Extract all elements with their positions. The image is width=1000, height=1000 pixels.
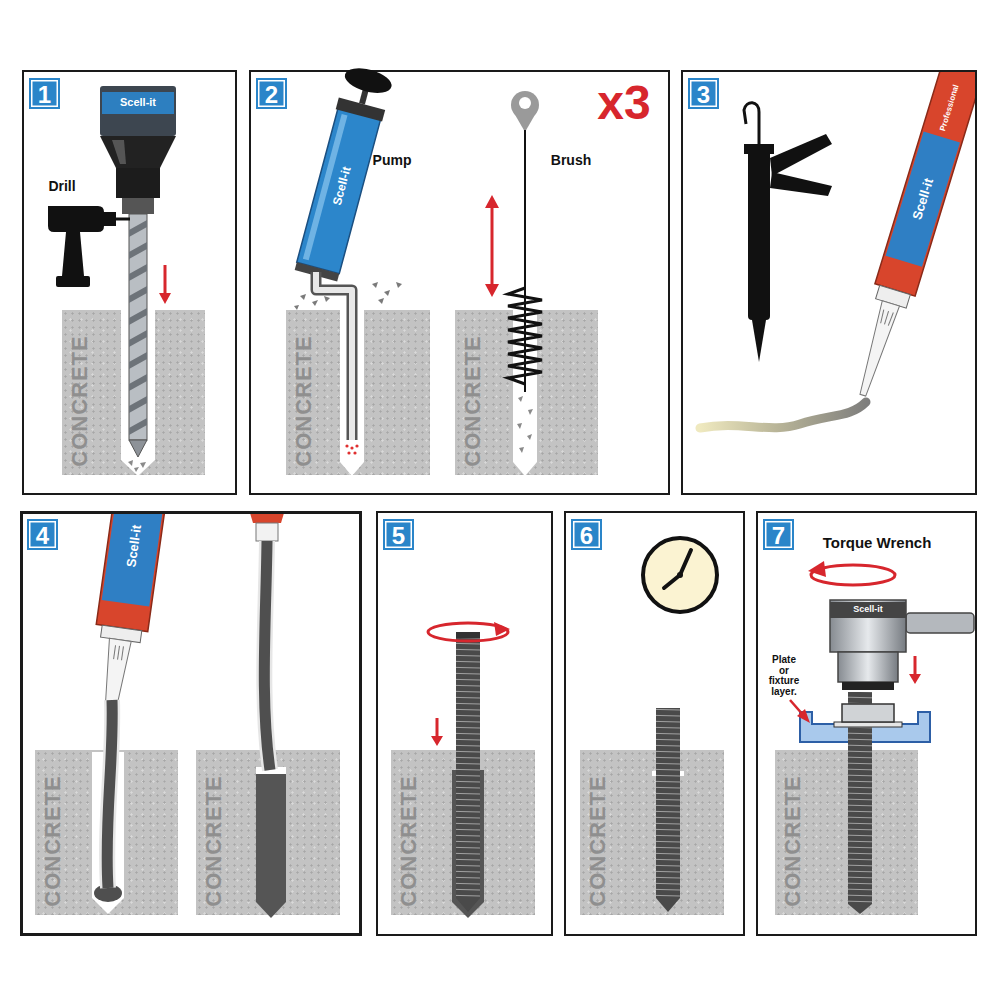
concrete-block: CONCRETE [62,310,205,475]
step-number: 1 [29,78,60,109]
concrete-label: CONCRETE [202,775,225,906]
step-number-text: 3 [697,82,710,107]
brand-label: Scell-it [124,524,143,568]
tool-label: Torque Wrench [823,535,932,551]
tool-label: Drill [48,179,75,194]
brand-label: Scell-it [331,165,353,206]
tool-label: Brush [551,153,591,168]
step-number-text: 1 [38,82,51,107]
step-panel: Scell-itDrill 1CONCRETE [22,70,237,495]
concrete-label: CONCRETE [68,335,91,466]
step-number: 5 [383,519,414,550]
repeat-count: x3 [597,78,650,128]
step-number: 7 [763,519,794,550]
step-panel: Scell-it 4CONCRETE CONCRETE [20,511,362,936]
step-panel: 6CONCRETE [564,511,745,936]
step-number-text: 5 [392,523,405,548]
step-number: 3 [688,78,719,109]
concrete-block: CONCRETE [196,750,340,915]
step-number-text: 2 [265,82,278,107]
step-number: 2 [256,78,287,109]
brand-label: Scell-it [853,605,883,614]
concrete-block: CONCRETE [455,310,598,475]
concrete-block: CONCRETE [580,750,724,915]
step-number-text: 6 [580,523,593,548]
step-number-text: 7 [772,523,785,548]
concrete-block: CONCRETE [775,750,918,915]
concrete-block: CONCRETE [391,750,535,915]
step-panel: Torque WrenchScell-itPlate or fixture la… [756,511,977,936]
brand-label: Scell-it [120,97,156,109]
concrete-label: CONCRETE [461,335,484,466]
concrete-label: CONCRETE [781,775,804,906]
concrete-block: CONCRETE [35,750,178,915]
concrete-label: CONCRETE [41,775,64,906]
step-number: 4 [27,519,58,550]
callout-label: Plate or fixture layer. [766,655,802,697]
brand-label: Professional [939,84,961,132]
step-panel: 5CONCRETE [376,511,553,936]
brand-label: Scell-it [910,177,936,222]
concrete-label: CONCRETE [292,335,315,466]
step-number: 6 [571,519,602,550]
step-panel: Pump Brush x3Scell-it 2CONCRETE CONCRETE [249,70,670,495]
concrete-label: CONCRETE [586,775,609,906]
concrete-block: CONCRETE [286,310,430,475]
concrete-label: CONCRETE [397,775,420,906]
tool-label: Pump [373,153,412,168]
step-panel: ProfessionalScell-it 3 [681,70,977,495]
step-number-text: 4 [36,523,49,548]
